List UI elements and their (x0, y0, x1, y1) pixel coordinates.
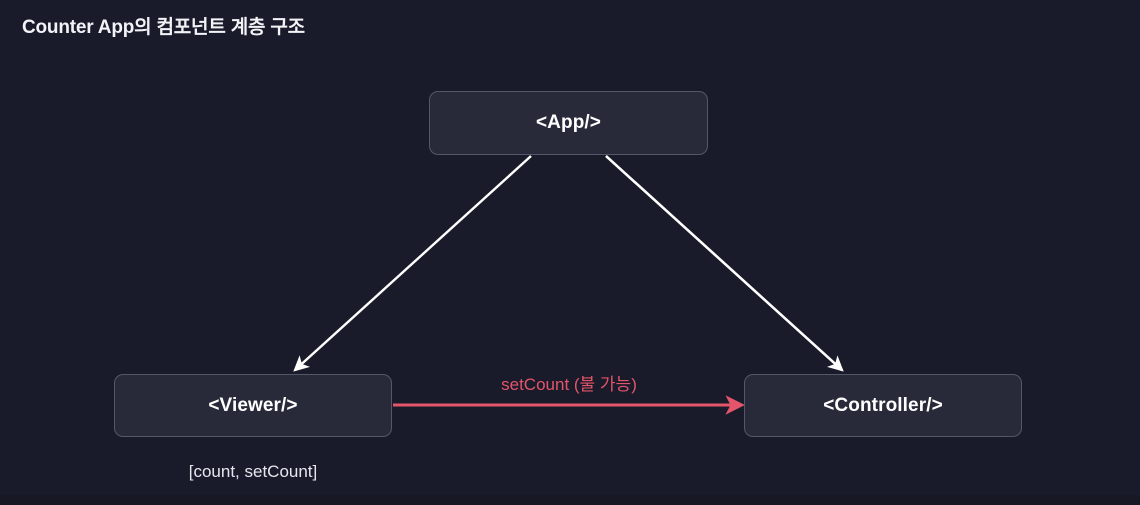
node-app[interactable]: <App/> (429, 91, 708, 155)
edge-app-to-controller-arrow (605, 155, 844, 372)
page-title: Counter App의 컴포넌트 계층 구조 (22, 17, 305, 38)
viewer-state-annotation: [count, setCount] (188, 462, 318, 481)
edge-app-to-controller (605, 155, 843, 371)
bottom-strip (0, 495, 1140, 505)
edge-app-to-viewer (293, 155, 532, 372)
edge-label-setcount: setCount (불 가능) (501, 375, 637, 394)
node-app-label: <App/> (535, 112, 601, 133)
node-viewer-label: <Viewer/> (208, 394, 298, 416)
node-controller[interactable]: <Controller/> (744, 374, 1022, 437)
node-viewer[interactable]: <Viewer/> (114, 374, 392, 437)
node-controller-label: <Controller/> (823, 394, 943, 416)
